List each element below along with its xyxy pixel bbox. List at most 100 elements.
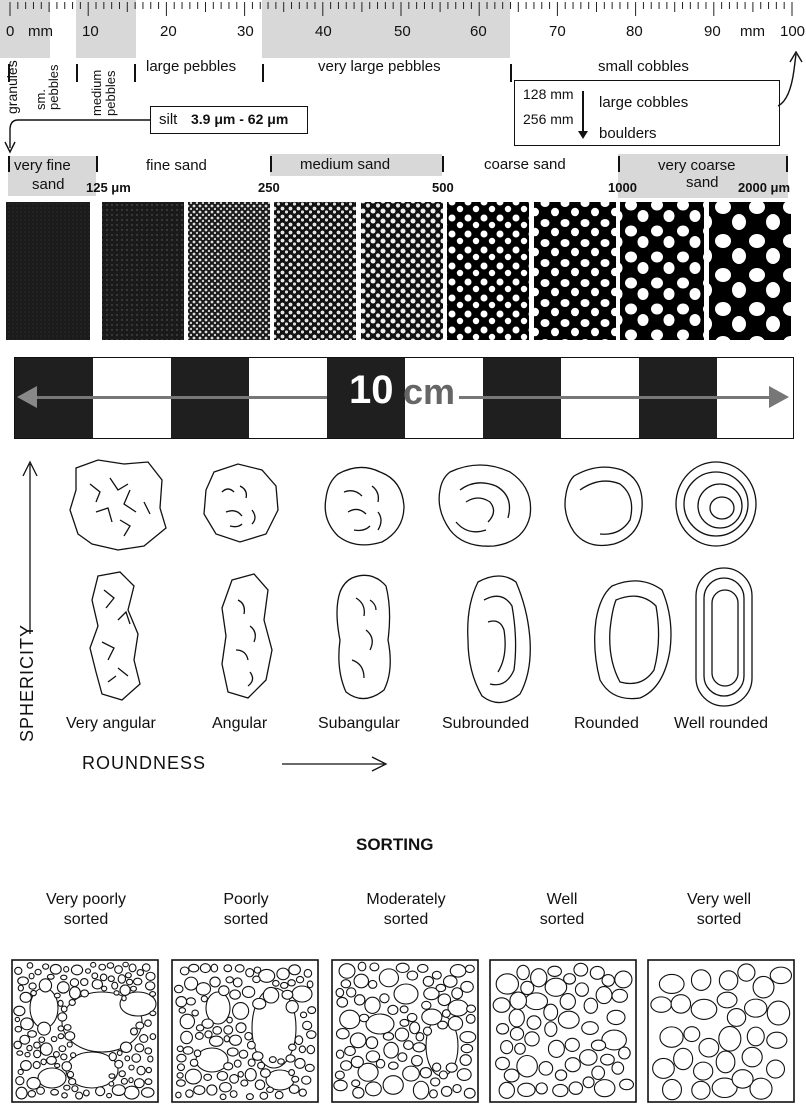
- grain: [307, 1031, 316, 1039]
- grain: [86, 969, 91, 973]
- grain: [142, 964, 150, 971]
- grain: [35, 969, 41, 974]
- very-fine-sand-2: sand: [32, 177, 65, 192]
- grain: [545, 1022, 557, 1037]
- grain: [278, 1059, 285, 1064]
- grain: [341, 980, 351, 988]
- grain: [460, 1055, 471, 1066]
- grain: [224, 965, 232, 972]
- size-125: 125 μm: [86, 181, 131, 194]
- grain: [195, 1032, 203, 1039]
- grain: [493, 998, 510, 1012]
- grain: [62, 1062, 71, 1071]
- grain: [233, 1003, 249, 1020]
- grain: [607, 1010, 625, 1024]
- grain: [181, 1031, 193, 1043]
- grain: [273, 980, 279, 986]
- grain: [17, 1051, 23, 1055]
- grain: [65, 1032, 75, 1040]
- grain: [727, 1009, 745, 1027]
- grain: [594, 1080, 615, 1097]
- grain: [58, 1034, 64, 1039]
- grain: [366, 1014, 394, 1034]
- grain: [460, 1032, 476, 1043]
- grain: [395, 1028, 408, 1041]
- shape-class-labels: Very angular Angular Subangular Subround…: [0, 716, 806, 738]
- grain: [299, 1046, 305, 1053]
- grain: [62, 1093, 68, 1098]
- grain: [496, 1057, 510, 1069]
- grain: [423, 1027, 431, 1035]
- scale-label-unit: cm: [403, 374, 455, 410]
- grain: [129, 1065, 134, 1070]
- grain: [438, 1021, 448, 1029]
- sorting-panel-0: [12, 960, 158, 1102]
- sorting-label-line2: sorted: [12, 910, 160, 930]
- grain: [448, 1016, 462, 1030]
- sorting-label-line2: sorted: [644, 910, 794, 930]
- grain: [716, 1051, 735, 1073]
- subrounded-high-grain: [439, 465, 530, 546]
- grain: [465, 965, 474, 972]
- grain: [286, 1001, 298, 1013]
- grain: [767, 1060, 785, 1078]
- grain: [602, 975, 614, 987]
- well-rounded-high-grain: [676, 462, 756, 546]
- grain: [422, 1001, 431, 1009]
- grain: [300, 1012, 306, 1018]
- grain: [51, 1089, 59, 1095]
- grain: [504, 1069, 519, 1082]
- grain: [84, 1090, 90, 1096]
- grain: [518, 1083, 535, 1096]
- grain: [134, 1079, 144, 1088]
- grain: [59, 1046, 66, 1052]
- subrounded-low-grain: [468, 576, 531, 703]
- grain: [96, 1087, 105, 1096]
- grain: [150, 992, 156, 997]
- grain: [120, 985, 130, 995]
- grain: [347, 988, 356, 997]
- grain: [442, 1010, 450, 1018]
- grain: [61, 1054, 67, 1060]
- grain: [238, 1072, 243, 1077]
- grain: [383, 1033, 393, 1041]
- grain: [245, 1032, 252, 1039]
- grain: [443, 976, 457, 988]
- grain: [119, 1071, 125, 1077]
- grain: [384, 1042, 399, 1058]
- arrow-left-icon: [17, 386, 37, 408]
- grain: [767, 1032, 787, 1048]
- grain: [555, 1070, 566, 1080]
- grain: [510, 992, 527, 1009]
- grain: [81, 990, 89, 997]
- grain: [41, 1059, 46, 1065]
- grain: [671, 995, 690, 1013]
- grain: [220, 1094, 226, 1100]
- grain: [691, 999, 717, 1019]
- grain: [70, 979, 78, 987]
- grain: [254, 967, 261, 973]
- grain: [248, 1059, 255, 1066]
- grain: [565, 1038, 579, 1051]
- grain: [209, 1036, 223, 1046]
- grain: [230, 1075, 239, 1084]
- grain: [267, 1087, 274, 1092]
- grain: [582, 1022, 599, 1035]
- grain: [71, 1053, 76, 1058]
- grain: [109, 1053, 116, 1061]
- grain: [15, 1017, 19, 1021]
- grain: [389, 1062, 399, 1069]
- grain: [548, 966, 562, 976]
- grain: [136, 1022, 144, 1029]
- grain: [335, 1071, 344, 1079]
- grain: [521, 981, 534, 994]
- grain: [536, 1083, 547, 1094]
- grain: [150, 1034, 156, 1040]
- grain: [29, 973, 34, 978]
- grain: [236, 1023, 246, 1033]
- grain: [76, 1092, 83, 1099]
- ruler-label-60: 60: [470, 24, 487, 39]
- grain: [497, 1024, 509, 1034]
- grain: [380, 994, 389, 1003]
- grain: [410, 1022, 420, 1034]
